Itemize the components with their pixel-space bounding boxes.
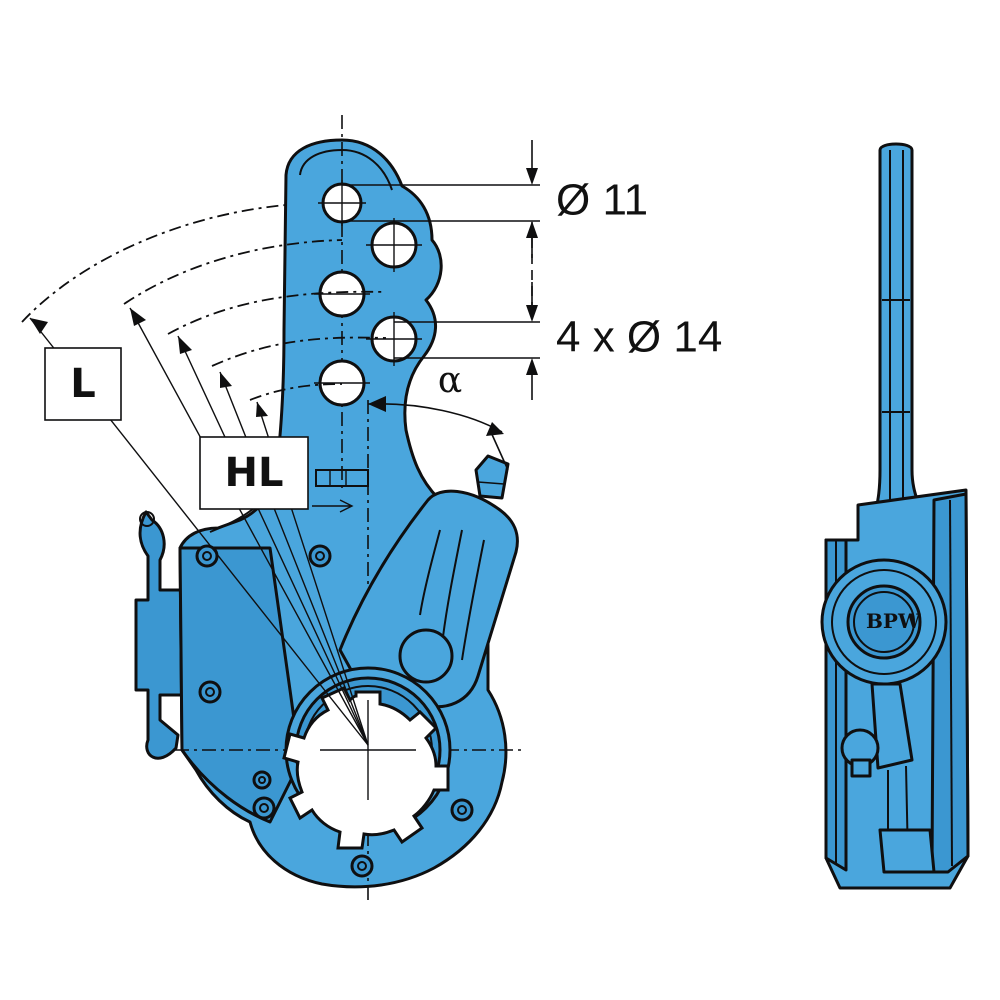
angle-alpha-label: α — [438, 360, 462, 401]
angle-alpha-marker: α — [367, 360, 509, 471]
left-clip — [134, 510, 186, 760]
callout-l: L — [44, 347, 122, 421]
splined-hub — [282, 666, 452, 850]
adjusting-hex — [474, 454, 510, 500]
leader-arrowheads — [30, 308, 268, 417]
side-arm — [874, 142, 922, 512]
dimension-lower-holes: 4 x Ø 14 — [556, 313, 722, 362]
logo-lettering: BPW — [866, 609, 921, 633]
front-view: α Ø 11 4 x Ø 14 L HL — [21, 115, 722, 905]
identification-marks — [312, 469, 369, 513]
worm-housing — [338, 454, 519, 709]
rivets — [195, 544, 474, 878]
worm-cover — [338, 489, 519, 709]
worm-slot-1 — [419, 529, 441, 616]
worm-slot-3 — [461, 539, 485, 661]
callout-l-label: L — [70, 361, 96, 407]
side-view: BPW — [820, 142, 970, 890]
worm-slot-2 — [441, 529, 463, 646]
dimension-top-hole: Ø 11 — [556, 176, 648, 225]
radius-arcs — [21, 204, 387, 401]
callout-hl: HL — [199, 436, 309, 510]
logo-disc — [846, 584, 922, 660]
dimension-lines — [342, 140, 540, 400]
side-foot — [878, 828, 936, 874]
side-nipple — [850, 758, 872, 778]
callout-hl-label: HL — [225, 450, 284, 496]
left-clip-eye — [139, 511, 155, 527]
grease-nipple-boss — [398, 628, 454, 684]
arm-holes — [314, 180, 422, 407]
spline-bore — [282, 686, 450, 850]
